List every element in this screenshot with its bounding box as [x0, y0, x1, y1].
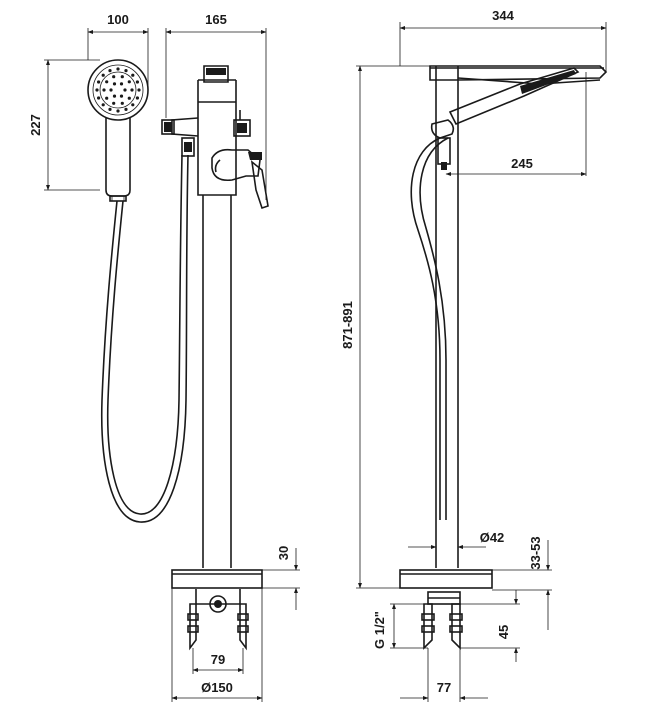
spout-front — [203, 65, 229, 83]
dim-label-handshower-width: 100 — [107, 12, 129, 27]
dim-label-base-diameter: Ø150 — [201, 680, 233, 695]
dim-label-handshower-height: 227 — [28, 114, 43, 136]
standpipe-front — [197, 79, 237, 568]
spray-nozzle — [120, 101, 124, 105]
spray-nozzle — [97, 96, 101, 100]
handshower-side — [430, 67, 580, 139]
dim-label-total-depth: 344 — [492, 8, 514, 23]
spray-nozzle — [127, 96, 131, 100]
spray-nozzle — [112, 94, 117, 98]
hose-side — [410, 137, 441, 520]
dim-label-base-plate-height: 30 — [276, 546, 291, 560]
spray-nozzle — [112, 82, 117, 86]
spray-nozzle — [101, 103, 105, 107]
hose-front — [100, 154, 189, 523]
spray-nozzle — [130, 88, 134, 92]
dim-label-handle-offset: 245 — [511, 156, 533, 171]
spray-nozzle — [116, 109, 120, 113]
spray-nozzle — [108, 107, 112, 111]
dim-label-bracket-height: 45 — [496, 625, 511, 639]
handshower-head-front — [87, 59, 149, 202]
spout-side — [429, 65, 608, 85]
spray-nozzle — [109, 88, 113, 92]
dim-label-bracket-spacing-front: 79 — [211, 652, 225, 667]
spray-nozzle — [124, 107, 128, 111]
dimension-lines — [44, 22, 607, 702]
spray-nozzle — [123, 88, 127, 92]
spray-nozzle — [131, 103, 135, 107]
spray-nozzle — [135, 80, 139, 84]
mounting-bracket-front — [187, 589, 249, 651]
dim-label-base-clearance: 33-53 — [528, 536, 543, 569]
base-front — [171, 569, 263, 589]
spray-nozzle — [127, 80, 131, 84]
dim-label-bracket-spacing-side: 77 — [437, 680, 451, 695]
spray-nozzle — [112, 101, 116, 105]
mixer-lever-front — [211, 148, 269, 210]
spray-nozzle — [119, 94, 124, 98]
spray-nozzle — [137, 88, 141, 92]
spray-nozzle — [116, 67, 120, 71]
side-view — [399, 65, 608, 650]
spray-nozzle — [135, 96, 139, 100]
spray-nozzles — [95, 67, 141, 113]
spray-nozzle — [102, 88, 106, 92]
dim-label-connection-thread: G 1/2" — [372, 611, 387, 649]
spray-nozzle — [105, 96, 109, 100]
spray-nozzle — [124, 69, 128, 73]
spray-nozzle — [108, 69, 112, 73]
dim-label-spout-reach: 165 — [205, 12, 227, 27]
spray-nozzle — [119, 82, 124, 86]
spray-nozzle — [131, 73, 135, 77]
spray-nozzle — [120, 75, 124, 79]
spray-nozzle — [97, 80, 101, 84]
diverter-knob-front — [233, 110, 251, 137]
spray-nozzle — [105, 80, 109, 84]
mounting-bracket-side — [421, 591, 463, 650]
standpipe-side — [435, 66, 459, 568]
dim-label-overall-height: 871-891 — [340, 301, 355, 349]
front-view — [87, 59, 269, 651]
dim-label-pipe-diameter: Ø42 — [480, 530, 505, 545]
spray-nozzle — [101, 73, 105, 77]
base-side — [399, 569, 493, 589]
shower-holder-front — [161, 117, 199, 157]
spray-nozzle — [95, 88, 99, 92]
dimension-labels: 100 165 227 344 245 871-891 Ø42 30 33-53… — [28, 8, 543, 695]
spray-nozzle — [112, 75, 116, 79]
